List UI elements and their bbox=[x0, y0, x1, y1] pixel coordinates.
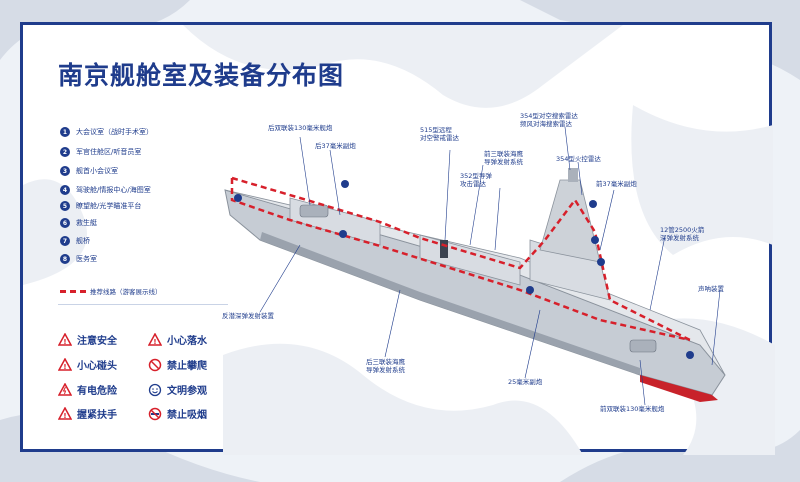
smile-icon bbox=[148, 383, 162, 396]
legend-divider bbox=[58, 304, 228, 305]
callout-leaders bbox=[259, 126, 721, 406]
warning-item-8: 禁止吸烟 bbox=[148, 406, 207, 421]
warning-item-2: ! 小心落水 bbox=[148, 332, 207, 347]
callout-front-37: 前37毫米副炮 bbox=[596, 180, 637, 188]
room-markers bbox=[234, 180, 694, 359]
callout-front-triple: 前三联装海鹰 导弹发射系统 bbox=[484, 150, 523, 166]
route-legend: 推荐线路（游客展示线） bbox=[60, 286, 162, 296]
callout-rear-37: 后37毫米副炮 bbox=[315, 142, 356, 150]
warning-item-4: 禁止攀爬 bbox=[148, 357, 207, 372]
warning-item-7: ! 握紧扶手 bbox=[58, 406, 117, 421]
callout-guidance-352: 352型导弹 攻击雷达 bbox=[460, 172, 492, 188]
warning-item-5: 有电危险 bbox=[58, 382, 117, 397]
page-title: 南京舰舱室及装备分布图 bbox=[58, 61, 345, 90]
callout-rocket-12: 12管2500火箭 深弹发射系统 bbox=[660, 226, 705, 242]
callout-rear-triple: 后三联装海鹰 导弹发射系统 bbox=[366, 358, 405, 374]
no-smoking-icon bbox=[148, 407, 162, 420]
warning-triangle-icon: ! bbox=[58, 333, 72, 346]
callout-asw: 反潜深弹发射装置 bbox=[222, 312, 274, 320]
warning-triangle-icon: ! bbox=[58, 407, 72, 420]
svg-text:!: ! bbox=[63, 363, 66, 371]
front-gun-turret bbox=[629, 339, 657, 353]
callout-sonar: 声呐装置 bbox=[698, 285, 724, 293]
callout-fire-354: 354型火控雷达 bbox=[556, 155, 601, 163]
svg-text:!: ! bbox=[63, 338, 66, 346]
rear-gun-turret bbox=[299, 204, 329, 218]
panel-camo bbox=[23, 25, 775, 455]
svg-text:!: ! bbox=[153, 338, 156, 346]
hull-red-stripe bbox=[640, 375, 718, 402]
tour-route-line bbox=[230, 176, 691, 342]
warning-triangle-icon: ! bbox=[58, 358, 72, 371]
radar-mast-top bbox=[568, 168, 578, 182]
warning-item-1: ! 注意安全 bbox=[58, 332, 117, 347]
route-dash-icon bbox=[60, 289, 86, 293]
warning-item-6: 文明参观 bbox=[148, 382, 207, 397]
callout-radar-354: 354型对空搜索雷达 频风对海搜索雷达 bbox=[520, 112, 578, 128]
no-climb-icon bbox=[148, 358, 162, 371]
funnel bbox=[440, 240, 448, 258]
callout-gun-25: 25毫米副炮 bbox=[508, 378, 543, 386]
ship-side-shadow bbox=[260, 232, 640, 375]
callout-rear-130: 后双联装130毫米舰炮 bbox=[268, 124, 333, 132]
callout-front-130: 前双联装130毫米舰炮 bbox=[600, 405, 665, 413]
svg-text:!: ! bbox=[63, 412, 66, 420]
mast bbox=[539, 179, 601, 263]
callout-radar-515: 515型远程 对空警戒雷达 bbox=[420, 126, 459, 142]
warning-item-3: ! 小心碰头 bbox=[58, 357, 117, 372]
electric-warning-icon bbox=[58, 383, 72, 396]
warning-triangle-icon: ! bbox=[148, 333, 162, 346]
